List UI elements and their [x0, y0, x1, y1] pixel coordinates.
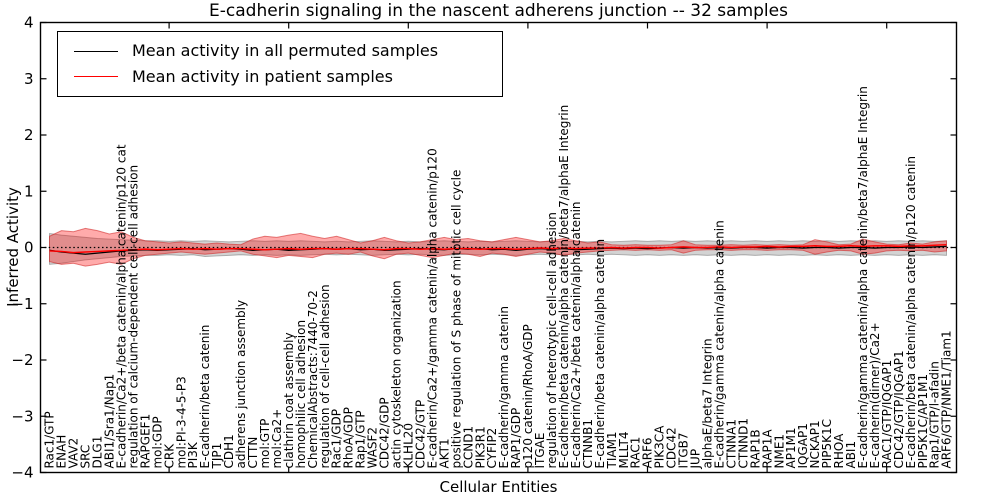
legend-label: Mean activity in patient samples	[132, 66, 393, 86]
x-category-label: CDC42/GDP	[378, 397, 392, 468]
x-category-label: TIAM1	[605, 431, 619, 469]
x-category-label: CCND1	[461, 426, 475, 469]
x-category-label: PIP5K1C	[820, 419, 834, 469]
x-category-label: E-cadherin/beta catenin	[198, 325, 212, 469]
x-category-label: ARF6	[641, 437, 655, 468]
x-category-label: Rap1/GTP	[354, 410, 368, 468]
x-category-label: CDC42	[665, 427, 679, 468]
x-category-label: Rac1/GTP	[43, 411, 57, 468]
x-category-label: alphaE/beta7 Integrin	[701, 338, 715, 468]
legend-box: Mean activity in all permuted samples Me…	[57, 31, 503, 97]
x-category-label: TJP1	[210, 443, 224, 470]
x-category-label: ENAH	[55, 435, 69, 469]
x-category-label: actin cytoskeleton organization	[390, 280, 404, 468]
x-category-label: ChemicalAbstracts:7440-70-2	[306, 290, 320, 468]
x-category-label: Rac1/GDP	[330, 409, 344, 468]
y-tick-label: 4	[24, 14, 34, 32]
x-category-label: CDC42/GTP/IQGAP1	[892, 350, 906, 468]
x-category-label: SRC	[79, 445, 93, 469]
x-category-label: CTNND1	[736, 418, 750, 469]
x-category-label: RAC1/GTP/IQGAP1	[880, 360, 894, 469]
x-category-label: NME1	[772, 434, 786, 469]
x-category-label: mol:GTP	[258, 419, 272, 469]
y-tick-label: −2	[11, 351, 33, 369]
x-category-label: JUP	[689, 449, 703, 470]
x-category-label: ITGB7	[677, 432, 691, 468]
y-axis-label: Inferred Activity	[4, 187, 22, 307]
y-tick-label: −3	[11, 407, 33, 425]
x-category-label: positive regulation of S phase of mitoti…	[449, 170, 463, 469]
patient-mean-line	[49, 243, 947, 254]
x-category-label: CTTN	[246, 437, 260, 469]
x-category-label: ITGAE	[533, 433, 547, 469]
x-category-label: ABI1	[844, 441, 858, 469]
x-axis-label: Cellular Entities	[439, 478, 558, 496]
x-category-label: regulation of calcium-dependent cell-cel…	[126, 165, 140, 469]
x-category-label: AP1M1	[784, 427, 798, 468]
x-category-label: CTNNA1	[724, 419, 738, 469]
y-tick-label: −1	[11, 295, 33, 313]
legend-line-sample-red	[74, 76, 118, 78]
x-category-label: regulation of cell-cell adhesion	[318, 284, 332, 468]
x-category-label: PIP5K1C/AP1M1	[916, 374, 930, 469]
y-tick-label: 1	[24, 182, 34, 200]
x-category-label: E-cadherin/Ca2+/beta catenin/alpha caten…	[569, 201, 583, 468]
x-category-label: RAP1A	[760, 429, 774, 469]
x-category-label: p120 catenin/RhoA/GDP	[521, 324, 535, 468]
x-category-label: mol:GDP	[150, 416, 164, 468]
legend-line-sample-black	[74, 50, 118, 52]
x-category-label: ABI1/Sra1/Nap1	[103, 374, 117, 469]
x-category-label: IQGAP1	[796, 423, 810, 468]
x-category-label: CYFIP2	[485, 428, 499, 469]
x-category-label: CRK	[162, 443, 176, 469]
x-category-label: ARF6/GTP/NME1/Tiam1	[940, 330, 954, 468]
x-category-label: VAV2	[67, 438, 81, 469]
x-category-label: E-cadherin(dimer)/Ca2+	[868, 322, 882, 468]
x-category-label: RAP1/GDP	[509, 408, 523, 469]
y-tick-label: −4	[11, 464, 33, 482]
patient-samples-band	[49, 227, 947, 267]
legend-entry-permuted: Mean activity in all permuted samples	[58, 43, 502, 59]
x-category-label: WASF2	[366, 427, 380, 469]
x-category-label: CTNNB1	[581, 419, 595, 469]
x-category-label: E-cadherin/Ca2+/gamma catenin/alpha cate…	[425, 148, 439, 468]
x-category-label: PIK3CA	[653, 425, 667, 469]
x-category-label: CDC42/GTP	[413, 400, 427, 469]
x-category-label: homophilic cell adhesion	[294, 320, 308, 469]
x-category-label: RHOA	[832, 433, 846, 469]
x-category-label: MLLT4	[617, 431, 631, 468]
x-category-label: PI3K	[186, 441, 200, 468]
x-category-label: RAC1	[629, 437, 643, 469]
x-category-label: E-cadherin/gamma catenin/alpha catenin	[712, 220, 726, 468]
x-category-label: RAPGEF1	[138, 414, 152, 469]
x-category-label: E-cadherin/Ca2+/beta catenin/alpha caten…	[114, 144, 128, 468]
x-category-label: E-cadherin/beta catenin/alpha catenin/p1…	[904, 156, 918, 469]
x-category-label: Rap1/GTP/l-afadin	[928, 361, 942, 468]
y-tick-label: 3	[24, 70, 34, 88]
x-category-label: NCKAP1	[808, 420, 822, 468]
x-category-label: DLG1	[91, 436, 105, 469]
y-tick-label: 0	[24, 239, 34, 257]
x-category-label: CDH1	[222, 434, 236, 468]
x-category-label: E-cadherin/gamma catenin	[497, 306, 511, 469]
y-tick-label: 2	[24, 126, 34, 144]
x-category-label: regulation of heterotypic cell-cell adhe…	[545, 212, 559, 468]
x-category-label: mol:Ca2+	[270, 409, 284, 469]
x-category-label: E-cadherin/gamma catenin/alpha catenin/b…	[856, 86, 870, 468]
legend-entry-patient: Mean activity in patient samples	[58, 66, 502, 86]
x-category-label: adherens junction assembly	[234, 300, 248, 469]
x-category-label: RhoA/GDP	[342, 407, 356, 468]
x-category-label: KLHL20	[402, 423, 416, 469]
x-category-label: E-cadherin/beta catenin/alpha catenin	[593, 239, 607, 469]
legend-label: Mean activity in all permuted samples	[132, 41, 439, 61]
x-category-label: AKT1	[437, 438, 451, 468]
x-category-label: PIK3R1	[473, 426, 487, 468]
x-category-label: clathrin coat assembly	[282, 332, 296, 468]
chart-title: E-cadherin signaling in the nascent adhe…	[209, 1, 788, 21]
x-category-label: E-cadherin/beta catenin/alpha catenin/be…	[557, 105, 571, 469]
x-category-label: mol:PI-3-4-5-P3	[174, 376, 188, 468]
x-category-label: RAP1B	[748, 429, 762, 468]
